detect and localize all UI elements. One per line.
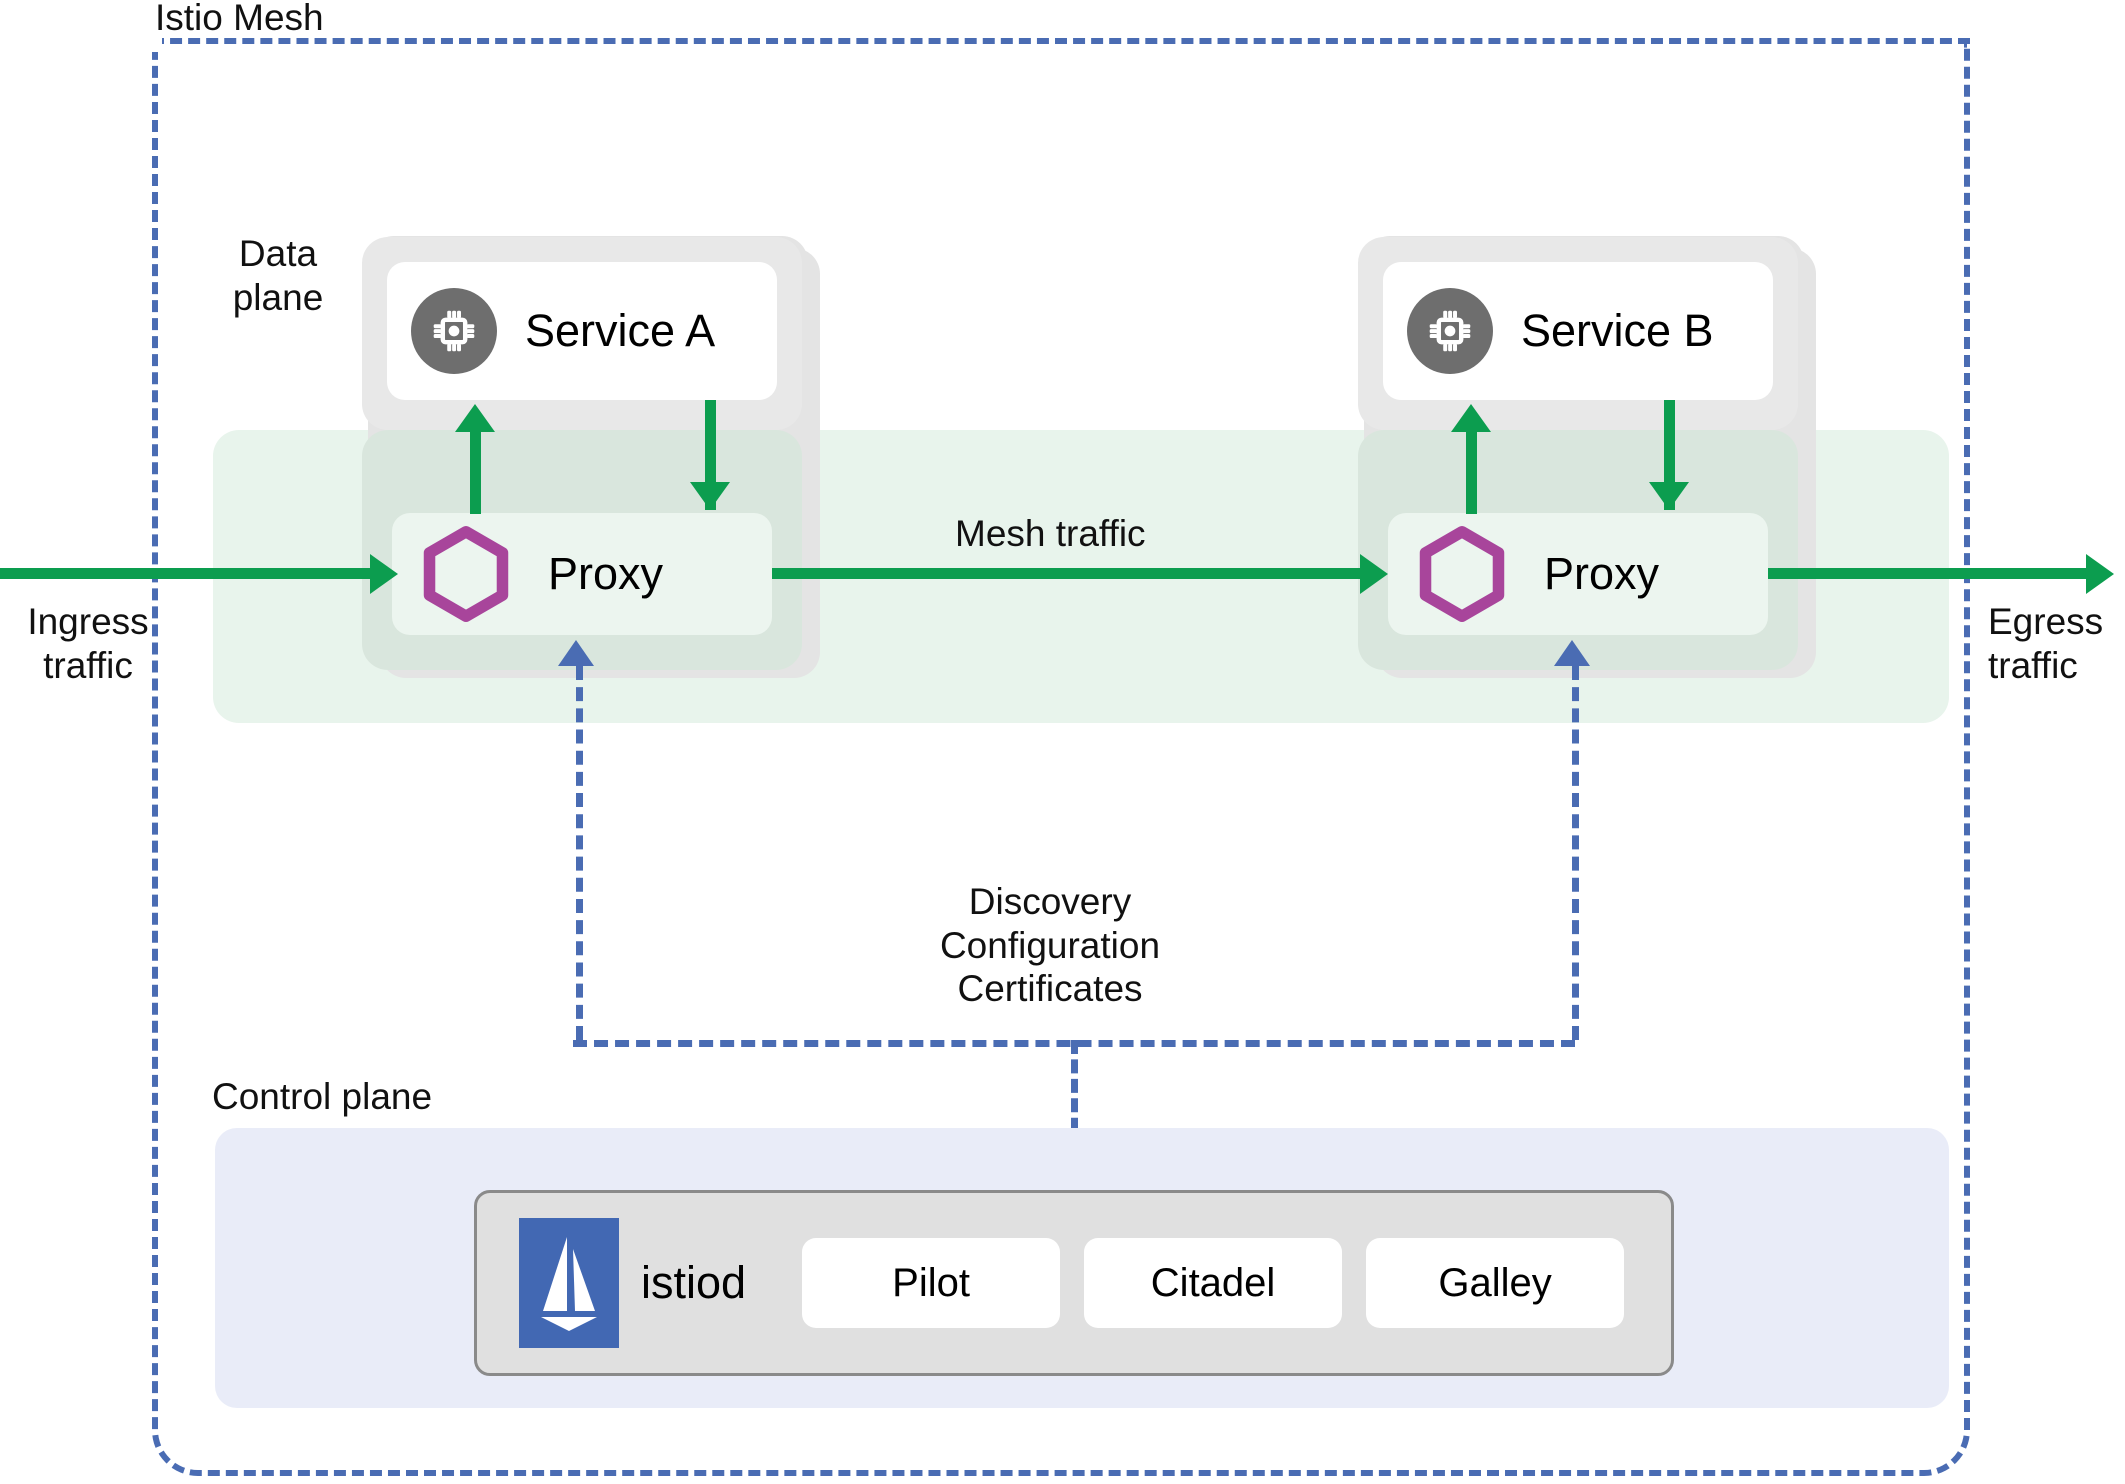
proxy-b-card[interactable]: Proxy bbox=[1388, 513, 1768, 635]
proxy-a-label: Proxy bbox=[548, 548, 664, 599]
cpu-chip-icon bbox=[1407, 288, 1493, 374]
egress-traffic-label-text: Egress traffic bbox=[1988, 601, 2104, 686]
mesh-traffic-line bbox=[772, 568, 1370, 579]
service-b-to-proxy-b-arrowhead bbox=[1649, 482, 1689, 510]
service-b-to-proxy-b-line bbox=[1664, 400, 1675, 510]
data-plane-label: Data plane bbox=[213, 232, 343, 319]
control-line-to-istiod bbox=[1071, 1040, 1078, 1190]
egress-traffic-arrowhead bbox=[2086, 554, 2114, 594]
mesh-traffic-arrowhead bbox=[1360, 554, 1388, 594]
proxy-b-label: Proxy bbox=[1544, 548, 1660, 599]
istio-sail-logo-icon bbox=[519, 1218, 619, 1348]
cpu-chip-icon bbox=[411, 288, 497, 374]
ingress-traffic-arrowhead bbox=[370, 554, 398, 594]
control-line-proxy-a-vertical bbox=[576, 666, 583, 1040]
service-a-to-proxy-a-line bbox=[705, 400, 716, 510]
service-b-card[interactable]: Service B bbox=[1383, 262, 1773, 400]
mesh-traffic-label: Mesh traffic bbox=[955, 513, 1146, 554]
egress-traffic-label: Egress traffic bbox=[1988, 600, 2125, 687]
istiod-container[interactable]: istiod Pilot Citadel Galley bbox=[474, 1190, 1674, 1376]
ingress-traffic-line bbox=[0, 568, 372, 579]
control-plane-label: Control plane bbox=[212, 1076, 433, 1117]
component-galley[interactable]: Galley bbox=[1366, 1238, 1625, 1328]
hexagon-envoy-icon bbox=[1410, 522, 1514, 626]
istio-mesh-boundary bbox=[152, 38, 1970, 1476]
component-galley-label: Galley bbox=[1438, 1260, 1552, 1305]
proxy-b-to-service-b-line bbox=[1466, 432, 1477, 514]
service-a-to-proxy-a-arrowhead bbox=[690, 482, 730, 510]
egress-traffic-line bbox=[1768, 568, 2088, 579]
proxy-b-to-service-b-arrowhead bbox=[1451, 404, 1491, 432]
proxy-a-card[interactable]: Proxy bbox=[392, 513, 772, 635]
component-pilot-label: Pilot bbox=[892, 1260, 970, 1305]
ingress-traffic-label-text: Ingress traffic bbox=[27, 601, 149, 686]
hexagon-envoy-icon bbox=[414, 522, 518, 626]
proxy-a-to-service-a-arrowhead bbox=[455, 404, 495, 432]
frame-title-gap bbox=[148, 30, 162, 52]
control-line-proxy-b-vertical bbox=[1572, 666, 1579, 1040]
service-a-card[interactable]: Service A bbox=[387, 262, 777, 400]
component-pilot[interactable]: Pilot bbox=[802, 1238, 1061, 1328]
control-to-proxy-a-arrowhead bbox=[558, 640, 594, 666]
component-citadel[interactable]: Citadel bbox=[1084, 1238, 1343, 1328]
component-citadel-label: Citadel bbox=[1150, 1260, 1276, 1305]
ingress-traffic-label: Ingress traffic bbox=[8, 600, 168, 687]
istiod-label: istiod bbox=[641, 1257, 747, 1308]
control-signals-label: Discovery Configuration Certificates bbox=[925, 880, 1175, 1011]
service-a-label: Service A bbox=[525, 305, 716, 356]
data-plane-label-text: Data plane bbox=[232, 233, 324, 318]
proxy-a-to-service-a-line bbox=[470, 432, 481, 514]
control-signals-label-text: Discovery Configuration Certificates bbox=[939, 881, 1161, 1010]
mesh-title: Istio Mesh bbox=[155, 0, 324, 38]
service-b-label: Service B bbox=[1521, 305, 1714, 356]
control-to-proxy-b-arrowhead bbox=[1554, 640, 1590, 666]
